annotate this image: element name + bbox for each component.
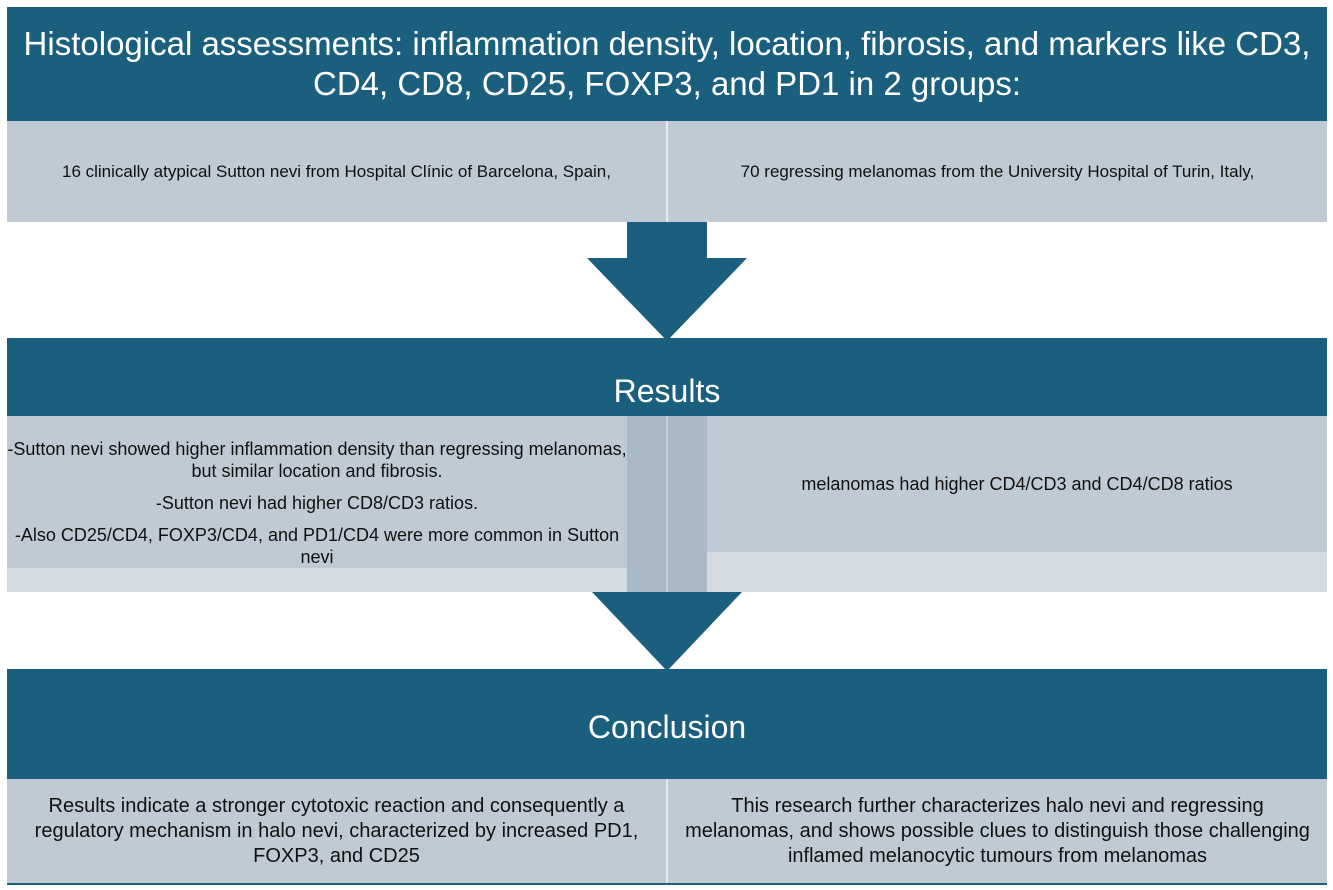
results-header: Results bbox=[7, 338, 1327, 416]
group-right-text: 70 regressing melanomas from the Univers… bbox=[740, 162, 1255, 181]
bottom-rule bbox=[7, 883, 1327, 885]
results-divider bbox=[666, 416, 668, 592]
conclusion-left-box: Results indicate a stronger cytotoxic re… bbox=[7, 779, 666, 883]
results-right-text: melanomas had higher CD4/CD3 and CD4/CD8… bbox=[801, 473, 1233, 494]
group-right-box: 70 regressing melanomas from the Univers… bbox=[668, 121, 1327, 222]
assessment-header: Histological assessments: inflammation d… bbox=[7, 7, 1327, 121]
group-left-text: 16 clinically atypical Sutton nevi from … bbox=[62, 162, 611, 181]
conclusion-right-box: This research further characterizes halo… bbox=[668, 779, 1327, 883]
results-left-line: -Also CD25/CD4, FOXP3/CD4, and PD1/CD4 w… bbox=[14, 525, 620, 567]
results-right-box: melanomas had higher CD4/CD3 and CD4/CD8… bbox=[707, 416, 1327, 552]
assessment-title: Histological assessments: inflammation d… bbox=[23, 25, 1311, 102]
group-left-box: 16 clinically atypical Sutton nevi from … bbox=[7, 121, 666, 222]
results-heading: Results bbox=[613, 373, 721, 409]
conclusion-right-text: This research further characterizes halo… bbox=[685, 794, 1310, 867]
group-divider bbox=[666, 121, 668, 222]
conclusion-header: Conclusion bbox=[7, 669, 1327, 779]
results-left-line: -Sutton nevi had higher CD8/CD3 ratios. bbox=[155, 493, 479, 513]
results-left-box: -Sutton nevi showed higher inflammation … bbox=[7, 416, 627, 568]
conclusion-heading: Conclusion bbox=[587, 709, 747, 745]
conclusion-left-text: Results indicate a stronger cytotoxic re… bbox=[34, 794, 639, 867]
results-left-line: -Sutton nevi showed higher inflammation … bbox=[7, 439, 627, 481]
conclusion-divider bbox=[666, 779, 668, 883]
